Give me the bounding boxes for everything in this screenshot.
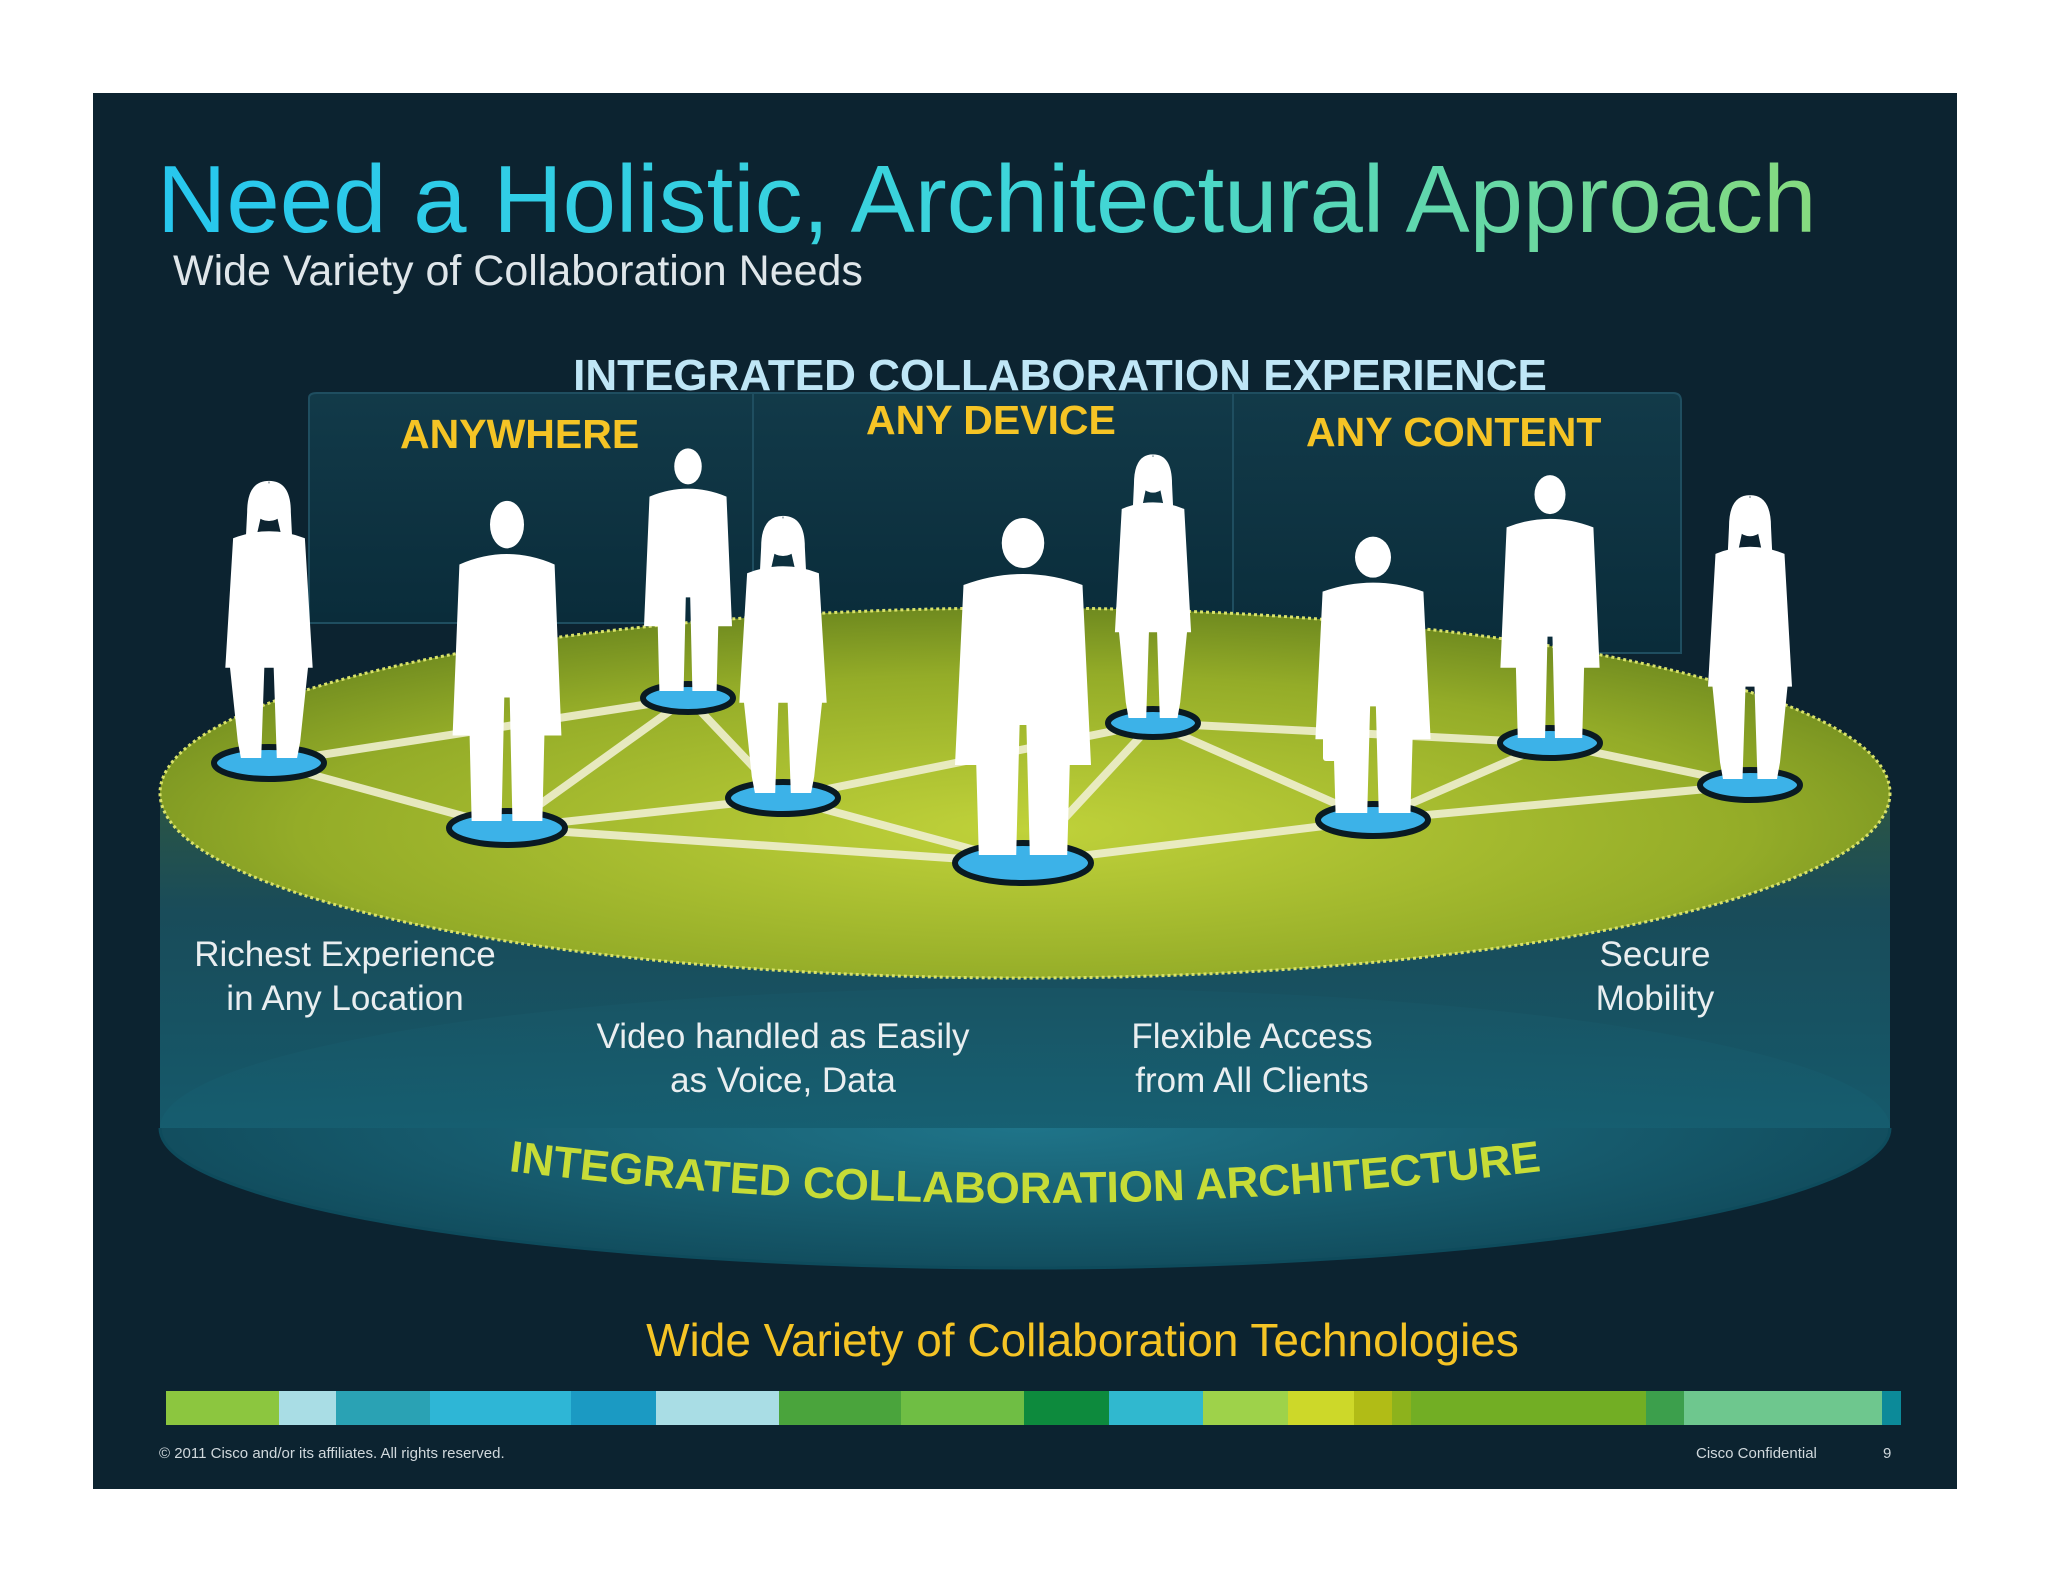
person-base <box>640 681 736 715</box>
color-strip-segment <box>335 1391 430 1425</box>
people <box>225 448 1792 855</box>
benefit-line: as Voice, Data <box>670 1060 896 1100</box>
experience-label: INTEGRATED COLLABORATION EXPERIENCE <box>573 351 1547 400</box>
color-strip-segment <box>1354 1391 1392 1425</box>
slide: Need a Holistic, Architectural Approach … <box>93 93 1957 1489</box>
platform-cylinder <box>158 606 1892 1270</box>
category-any-content: ANY CONTENT <box>1306 409 1602 455</box>
benefit-line: from All Clients <box>1135 1060 1369 1100</box>
color-strip-segment <box>1882 1391 1901 1425</box>
benefit-line: Flexible Access <box>1131 1017 1373 1056</box>
color-strip-segment <box>571 1391 657 1425</box>
briefcase <box>1323 715 1345 761</box>
color-strip-segment <box>901 1391 1025 1425</box>
person-base <box>211 744 327 782</box>
benefit-secure-mobility: Secure Mobility <box>1555 933 1755 1021</box>
color-strip-segment <box>1646 1391 1684 1425</box>
benefit-line: Video handled as Easily <box>596 1017 970 1056</box>
color-strip-segment <box>279 1391 336 1425</box>
color-strip-segment <box>1108 1391 1204 1425</box>
person-base <box>1315 801 1431 839</box>
bottom-tagline: Wide Variety of Collaboration Technologi… <box>646 1314 1519 1366</box>
page-number: 9 <box>1883 1445 1892 1462</box>
color-strip-segment <box>1288 1391 1355 1425</box>
color-strip-segment <box>1024 1391 1109 1425</box>
color-strip-segment <box>778 1391 902 1425</box>
person-base <box>1497 725 1603 761</box>
color-strip-segment <box>1410 1391 1647 1425</box>
color-strip-segment <box>1203 1391 1289 1425</box>
person-base <box>1105 706 1201 740</box>
copyright-text: © 2011 Cisco and/or its affiliates. All … <box>159 1445 505 1462</box>
category-anywhere: ANYWHERE <box>400 411 640 457</box>
color-strip-segment <box>429 1391 572 1425</box>
person-base <box>1697 767 1803 803</box>
benefit-line: Richest Experience <box>194 935 496 974</box>
benefit-line: Mobility <box>1595 978 1715 1018</box>
benefit-richest-experience: Richest Experience in Any Location <box>177 933 513 1021</box>
person-base <box>446 808 568 848</box>
platform-top <box>158 606 1892 980</box>
benefit-line: Secure <box>1599 935 1711 974</box>
color-strip-segment <box>656 1391 779 1425</box>
person-base <box>952 840 1094 886</box>
slide-subtitle: Wide Variety of Collaboration Needs <box>173 247 863 295</box>
color-strip-segment <box>1683 1391 1882 1425</box>
category-any-device: ANY DEVICE <box>866 397 1116 443</box>
confidential-text: Cisco Confidential <box>1696 1445 1817 1462</box>
color-strip-segment <box>1391 1391 1411 1425</box>
color-strip-segment <box>166 1391 280 1425</box>
benefit-flexible-access: Flexible Access from All Clients <box>1087 1015 1417 1103</box>
person-base <box>725 779 841 817</box>
color-strip <box>166 1391 1901 1425</box>
slide-title: Need a Holistic, Architectural Approach <box>157 145 1817 255</box>
collaboration-diagram: INTEGRATED COLLABORATION ARCHITECTURE <box>158 392 1892 1270</box>
benefit-video: Video handled as Easily as Voice, Data <box>566 1015 1000 1103</box>
benefit-line: in Any Location <box>226 978 464 1018</box>
